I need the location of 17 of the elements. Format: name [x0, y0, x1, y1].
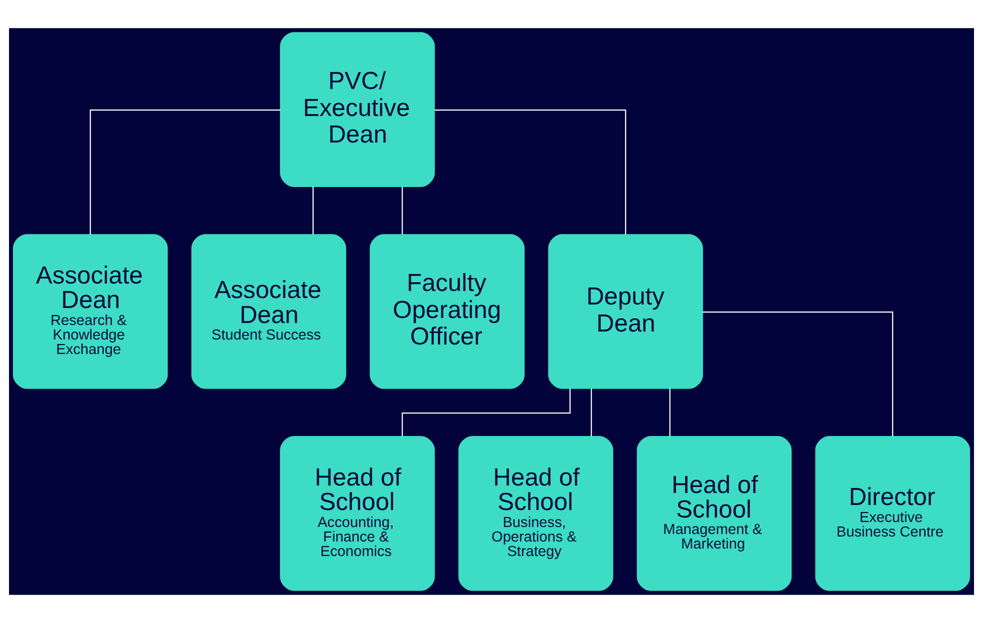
node-box: Head of School Accounting, Finance & Economics: [279, 436, 434, 591]
connector: [702, 312, 893, 436]
node-box: Director Executive Business Centre: [814, 436, 970, 591]
connector: [312, 186, 314, 234]
node-box: Head of School Management & Marketing: [636, 436, 792, 591]
connector: [401, 388, 570, 436]
node-box: Deputy Dean: [548, 234, 703, 389]
node-box: Associate Dean Student Success: [190, 234, 346, 389]
connector: [401, 186, 402, 234]
connector: [89, 110, 280, 234]
connector: [434, 110, 626, 234]
node-box: Faculty Operating Officer: [369, 234, 524, 389]
connector: [668, 388, 670, 436]
node-box: PVC/ Executive Dean: [279, 32, 434, 187]
node-box: Head of School Business, Operations & Strategy: [458, 436, 613, 591]
node-box: Associate Dean Research & Knowledge Exchange: [12, 234, 168, 389]
connector: [590, 388, 592, 436]
